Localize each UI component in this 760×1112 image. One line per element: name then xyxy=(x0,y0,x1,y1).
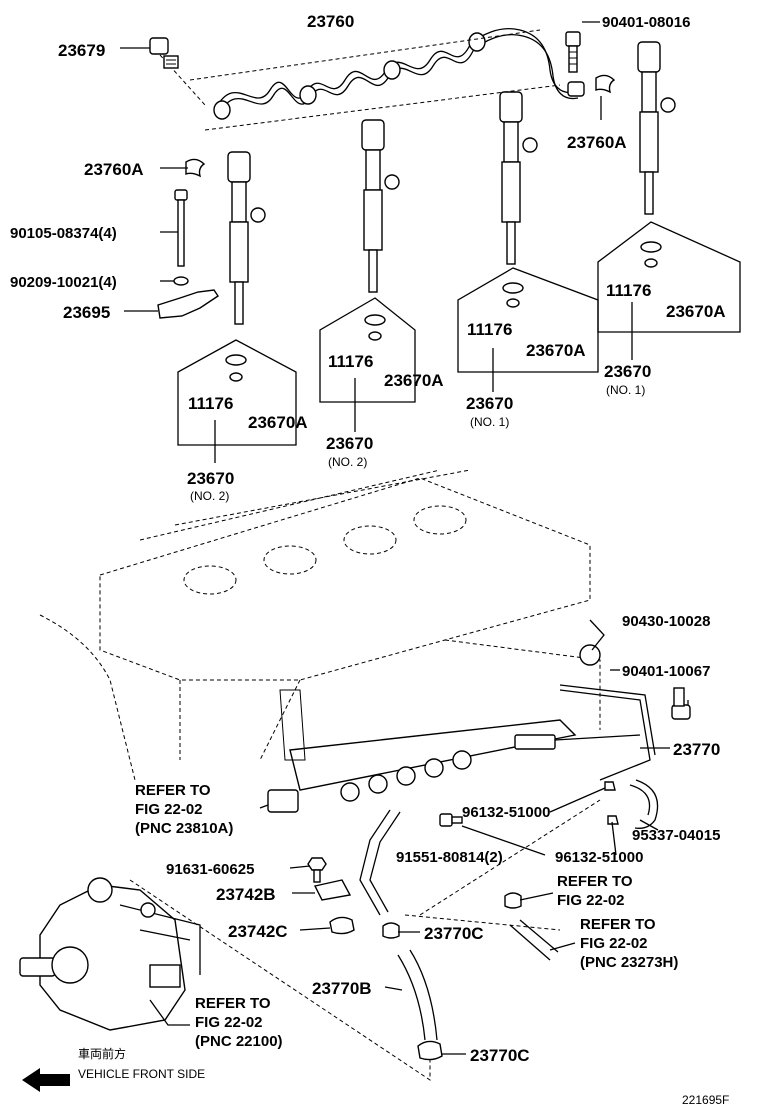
label-90105: 90105-08374(4) xyxy=(10,225,117,242)
label-inj3-23670: 23670 xyxy=(466,394,513,413)
direction-en: VEHICLE FRONT SIDE xyxy=(78,1067,205,1081)
bolt-91631 xyxy=(307,857,327,883)
label-95337: 95337-04015 xyxy=(632,827,720,844)
injector-1 xyxy=(225,151,266,382)
label-inj4-23670A: 23670A xyxy=(666,302,726,321)
bracket-inj4 xyxy=(597,221,741,333)
leak-off-pipe-23760 xyxy=(213,28,585,120)
label-90430: 90430-10028 xyxy=(622,613,710,630)
label-inj1-11176: 11176 xyxy=(188,394,233,413)
label-91551: 91551-80814(2) xyxy=(396,849,503,866)
label-refer4-c: (PNC 22100) xyxy=(195,1033,283,1050)
label-refer3-b: FIG 22-02 xyxy=(580,935,648,952)
supply-pump xyxy=(19,877,201,1031)
label-91631: 91631-60625 xyxy=(166,861,254,878)
clamp-23695 xyxy=(157,289,219,319)
fuel-pipe-23770 xyxy=(359,809,391,916)
label-refer1-a: REFER TO xyxy=(135,782,211,799)
clamp-23742B xyxy=(313,879,352,901)
label-90401-08016: 90401-08016 xyxy=(602,14,690,31)
label-inj3-11176: 11176 xyxy=(467,320,512,339)
leader-dash xyxy=(159,54,206,106)
label-23760A-right: 23760A xyxy=(567,133,627,152)
clip-96132-b xyxy=(607,815,619,825)
clamp-23770C-b xyxy=(417,1040,443,1061)
label-23742B: 23742B xyxy=(216,885,276,904)
label-23770B: 23770B xyxy=(312,979,372,998)
injector-3 xyxy=(499,91,538,308)
clamp-23742C xyxy=(329,916,355,935)
label-refer3-c: (PNC 23273H) xyxy=(580,954,678,971)
clip-96132-a xyxy=(604,781,616,791)
label-refer2-a: REFER TO xyxy=(557,873,633,890)
label-inj1-23670A: 23670A xyxy=(248,413,308,432)
label-inj4-no: (NO. 1) xyxy=(606,383,645,397)
bolt-90401-10067 xyxy=(671,687,691,720)
label-23742C: 23742C xyxy=(228,922,288,941)
label-inj3-no: (NO. 1) xyxy=(470,415,509,429)
label-inj2-11176: 11176 xyxy=(328,352,373,371)
bracket-inj1 xyxy=(177,339,297,446)
bracket-inj3 xyxy=(457,267,599,373)
bracket-inj2 xyxy=(319,297,416,403)
direction-jp: 車両前方 xyxy=(78,1046,126,1061)
label-inj1-23670: 23670 xyxy=(187,469,234,488)
label-23770: 23770 xyxy=(673,740,720,759)
label-96132-b: 96132-51000 xyxy=(555,849,643,866)
clip-refer2 xyxy=(504,892,522,909)
gasket-90430 xyxy=(579,644,601,666)
injector-4 xyxy=(637,41,676,268)
clamp-23770C-a xyxy=(382,922,400,939)
label-inj2-23670: 23670 xyxy=(326,434,373,453)
label-inj1-no: (NO. 2) xyxy=(190,489,229,503)
hose-23770B xyxy=(397,954,426,1041)
clip-23760A-right xyxy=(595,74,616,94)
label-96132-a: 96132-51000 xyxy=(462,804,550,821)
bolt-91551 xyxy=(439,813,463,827)
label-23760A-left: 23760A xyxy=(84,160,144,179)
label-23679: 23679 xyxy=(58,41,105,60)
bracket-leaders xyxy=(214,302,633,463)
label-inj2-23670A: 23670A xyxy=(384,371,444,390)
common-rail xyxy=(267,684,656,813)
label-inj4-11176: 11176 xyxy=(606,281,651,300)
label-refer4-a: REFER TO xyxy=(195,995,271,1012)
label-23760: 23760 xyxy=(307,12,354,31)
rail-dash xyxy=(444,639,601,730)
injector-2 xyxy=(361,119,400,341)
hose-95337 xyxy=(634,779,659,829)
label-refer1-c: (PNC 23810A) xyxy=(135,820,233,837)
label-refer1-b: FIG 22-02 xyxy=(135,801,203,818)
bolt-90105 xyxy=(173,189,189,286)
label-inj4-23670: 23670 xyxy=(604,362,651,381)
label-leaders xyxy=(120,21,689,1055)
union-bolt-23679 xyxy=(149,37,179,69)
label-23770C-b: 23770C xyxy=(470,1046,530,1065)
label-23770C-a: 23770C xyxy=(424,924,484,943)
label-90209: 90209-10021(4) xyxy=(10,274,117,291)
hose-refer3 xyxy=(509,924,551,961)
bolt-90401-08016 xyxy=(565,31,581,73)
label-refer3-a: REFER TO xyxy=(580,916,656,933)
pipe-outline-dash xyxy=(189,29,561,131)
label-90401-10067: 90401-10067 xyxy=(622,663,710,680)
label-23695: 23695 xyxy=(63,303,110,322)
label-inj3-23670A: 23670A xyxy=(526,341,586,360)
figure-id: 221695F xyxy=(682,1093,729,1107)
clip-23760A-left xyxy=(185,158,206,178)
label-refer4-b: FIG 22-02 xyxy=(195,1014,263,1031)
arrow-left-icon xyxy=(22,1068,70,1092)
routing-dash xyxy=(129,799,601,1081)
label-refer2-b: FIG 22-02 xyxy=(557,892,625,909)
label-inj2-no: (NO. 2) xyxy=(328,455,367,469)
